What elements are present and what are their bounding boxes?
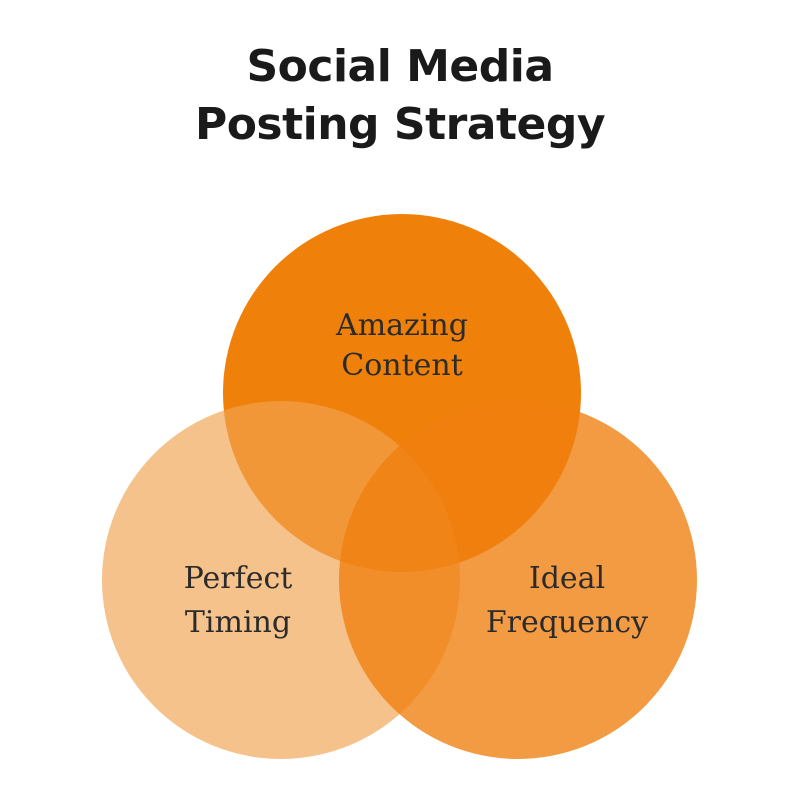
label-content: Content <box>341 348 463 383</box>
label-timing: Timing <box>185 605 291 640</box>
title-line-1: Social Media <box>246 41 554 92</box>
label-ideal: Ideal <box>529 561 605 596</box>
diagram-title: Social Media Posting Strategy <box>0 38 800 154</box>
label-perfect: Perfect <box>184 561 293 596</box>
circle-ideal-frequency <box>339 401 697 759</box>
title-line-2: Posting Strategy <box>194 99 606 150</box>
label-frequency: Frequency <box>486 605 648 640</box>
label-amazing: Amazing <box>335 308 468 343</box>
